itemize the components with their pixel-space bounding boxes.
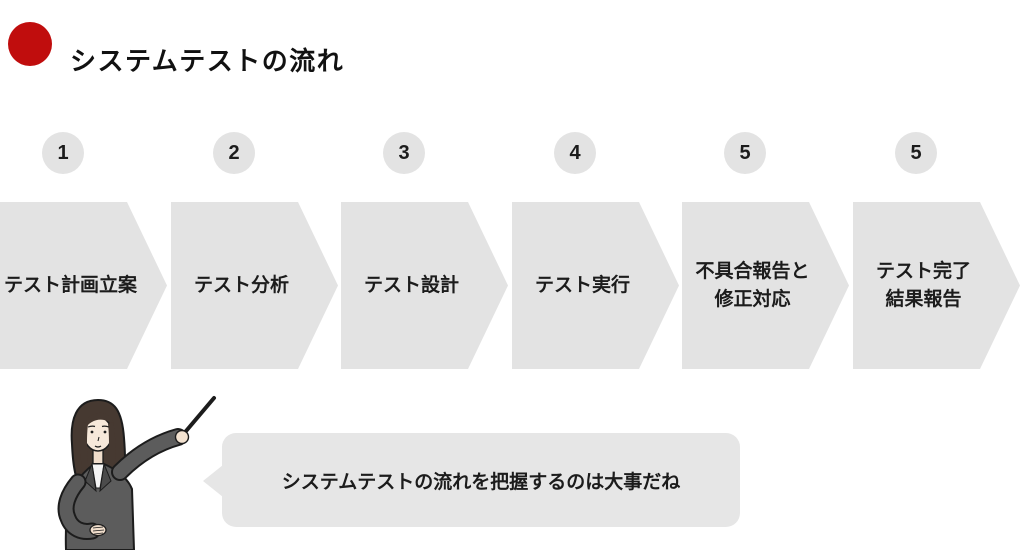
step-number-badge: 3 [383,132,425,174]
step-label: テスト計画立案 [3,274,137,296]
red-dot-bullet-icon [8,22,52,66]
chevron-arrow-shape: テスト完了 結果報告 [853,202,1020,369]
chevron-arrow-shape: テスト分析 [171,202,338,369]
step-label: テスト設計 [363,274,459,296]
speech-bubble-tail [203,465,223,497]
speech-bubble-text: システムテストの流れを把握するのは大事だね [281,471,681,493]
step-number-badge: 5 [895,132,937,174]
flow-step-3: 3 テスト設計 [341,132,508,369]
chevron-arrow-shape: テスト設計 [341,202,508,369]
flow-step-1: 1 テスト計画立案 [0,132,167,369]
step-number-badge: 4 [554,132,596,174]
step-number-badge: 1 [42,132,84,174]
step-number-badge: 5 [724,132,766,174]
flow-step-4: 4 テスト実行 [512,132,679,369]
flow-step-6: 5 テスト完了 結果報告 [853,132,1020,369]
chevron-arrow-shape: テスト実行 [512,202,679,369]
step-label: テスト実行 [534,274,630,296]
step-label: テスト分析 [193,274,289,296]
step-label: 不具合報告と 修正対応 [695,260,810,310]
step-number-badge: 2 [213,132,255,174]
chevron-arrow-shape: テスト計画立案 [0,202,167,369]
businesswoman-with-pointer-icon [57,396,216,550]
step-label: テスト完了 結果報告 [875,260,971,310]
speech-bubble: システムテストの流れを把握するのは大事だね [222,433,740,527]
flow-step-5: 5 不具合報告と 修正対応 [682,132,849,369]
page-title: システムテストの流れ [70,46,345,77]
chevron-arrow-shape: 不具合報告と 修正対応 [682,202,849,369]
flow-step-2: 2 テスト分析 [171,132,338,369]
